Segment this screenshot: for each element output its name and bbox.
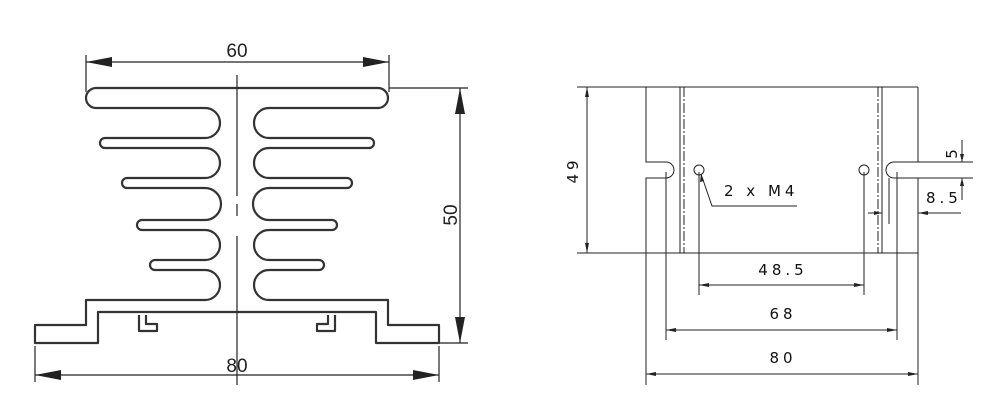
dim-text-48-5: 48.5 [758, 261, 807, 279]
dimension-base-width: 80 [34, 346, 440, 382]
dim-text-8-5: 8.5 [926, 189, 962, 207]
dim-text-80: 80 [226, 356, 247, 377]
dim-text-80-top: 80 [769, 349, 796, 367]
dim-text-60: 60 [226, 41, 247, 62]
hole-callout-text: 2 x M4 [724, 182, 798, 200]
dimension-5: 5 [943, 140, 964, 200]
dimension-top-width: 60 [85, 41, 390, 92]
dimension-49: 49 [564, 87, 589, 253]
heatsink-profile-right [235, 86, 441, 345]
dim-text-5: 5 [943, 145, 961, 159]
top-view: 2 x M4 49 48.5 68 [564, 86, 973, 385]
dimension-8-5: 8.5 [868, 178, 962, 224]
hole-callout: 2 x M4 [700, 173, 798, 207]
slot-right [885, 87, 919, 385]
front-view: 60 50 80 [33, 41, 468, 385]
slot-left [645, 87, 675, 385]
dimension-48-5: 48.5 [698, 172, 865, 295]
dimension-80: 80 [646, 349, 918, 376]
dim-text-49: 49 [564, 156, 582, 183]
dimension-height: 50 [389, 87, 468, 344]
dim-text-68: 68 [769, 305, 796, 323]
dimension-68: 68 [665, 172, 898, 340]
heatsink-profile-left [33, 86, 237, 345]
clip-groove-left [137, 315, 159, 333]
dim-text-50: 50 [441, 204, 462, 225]
